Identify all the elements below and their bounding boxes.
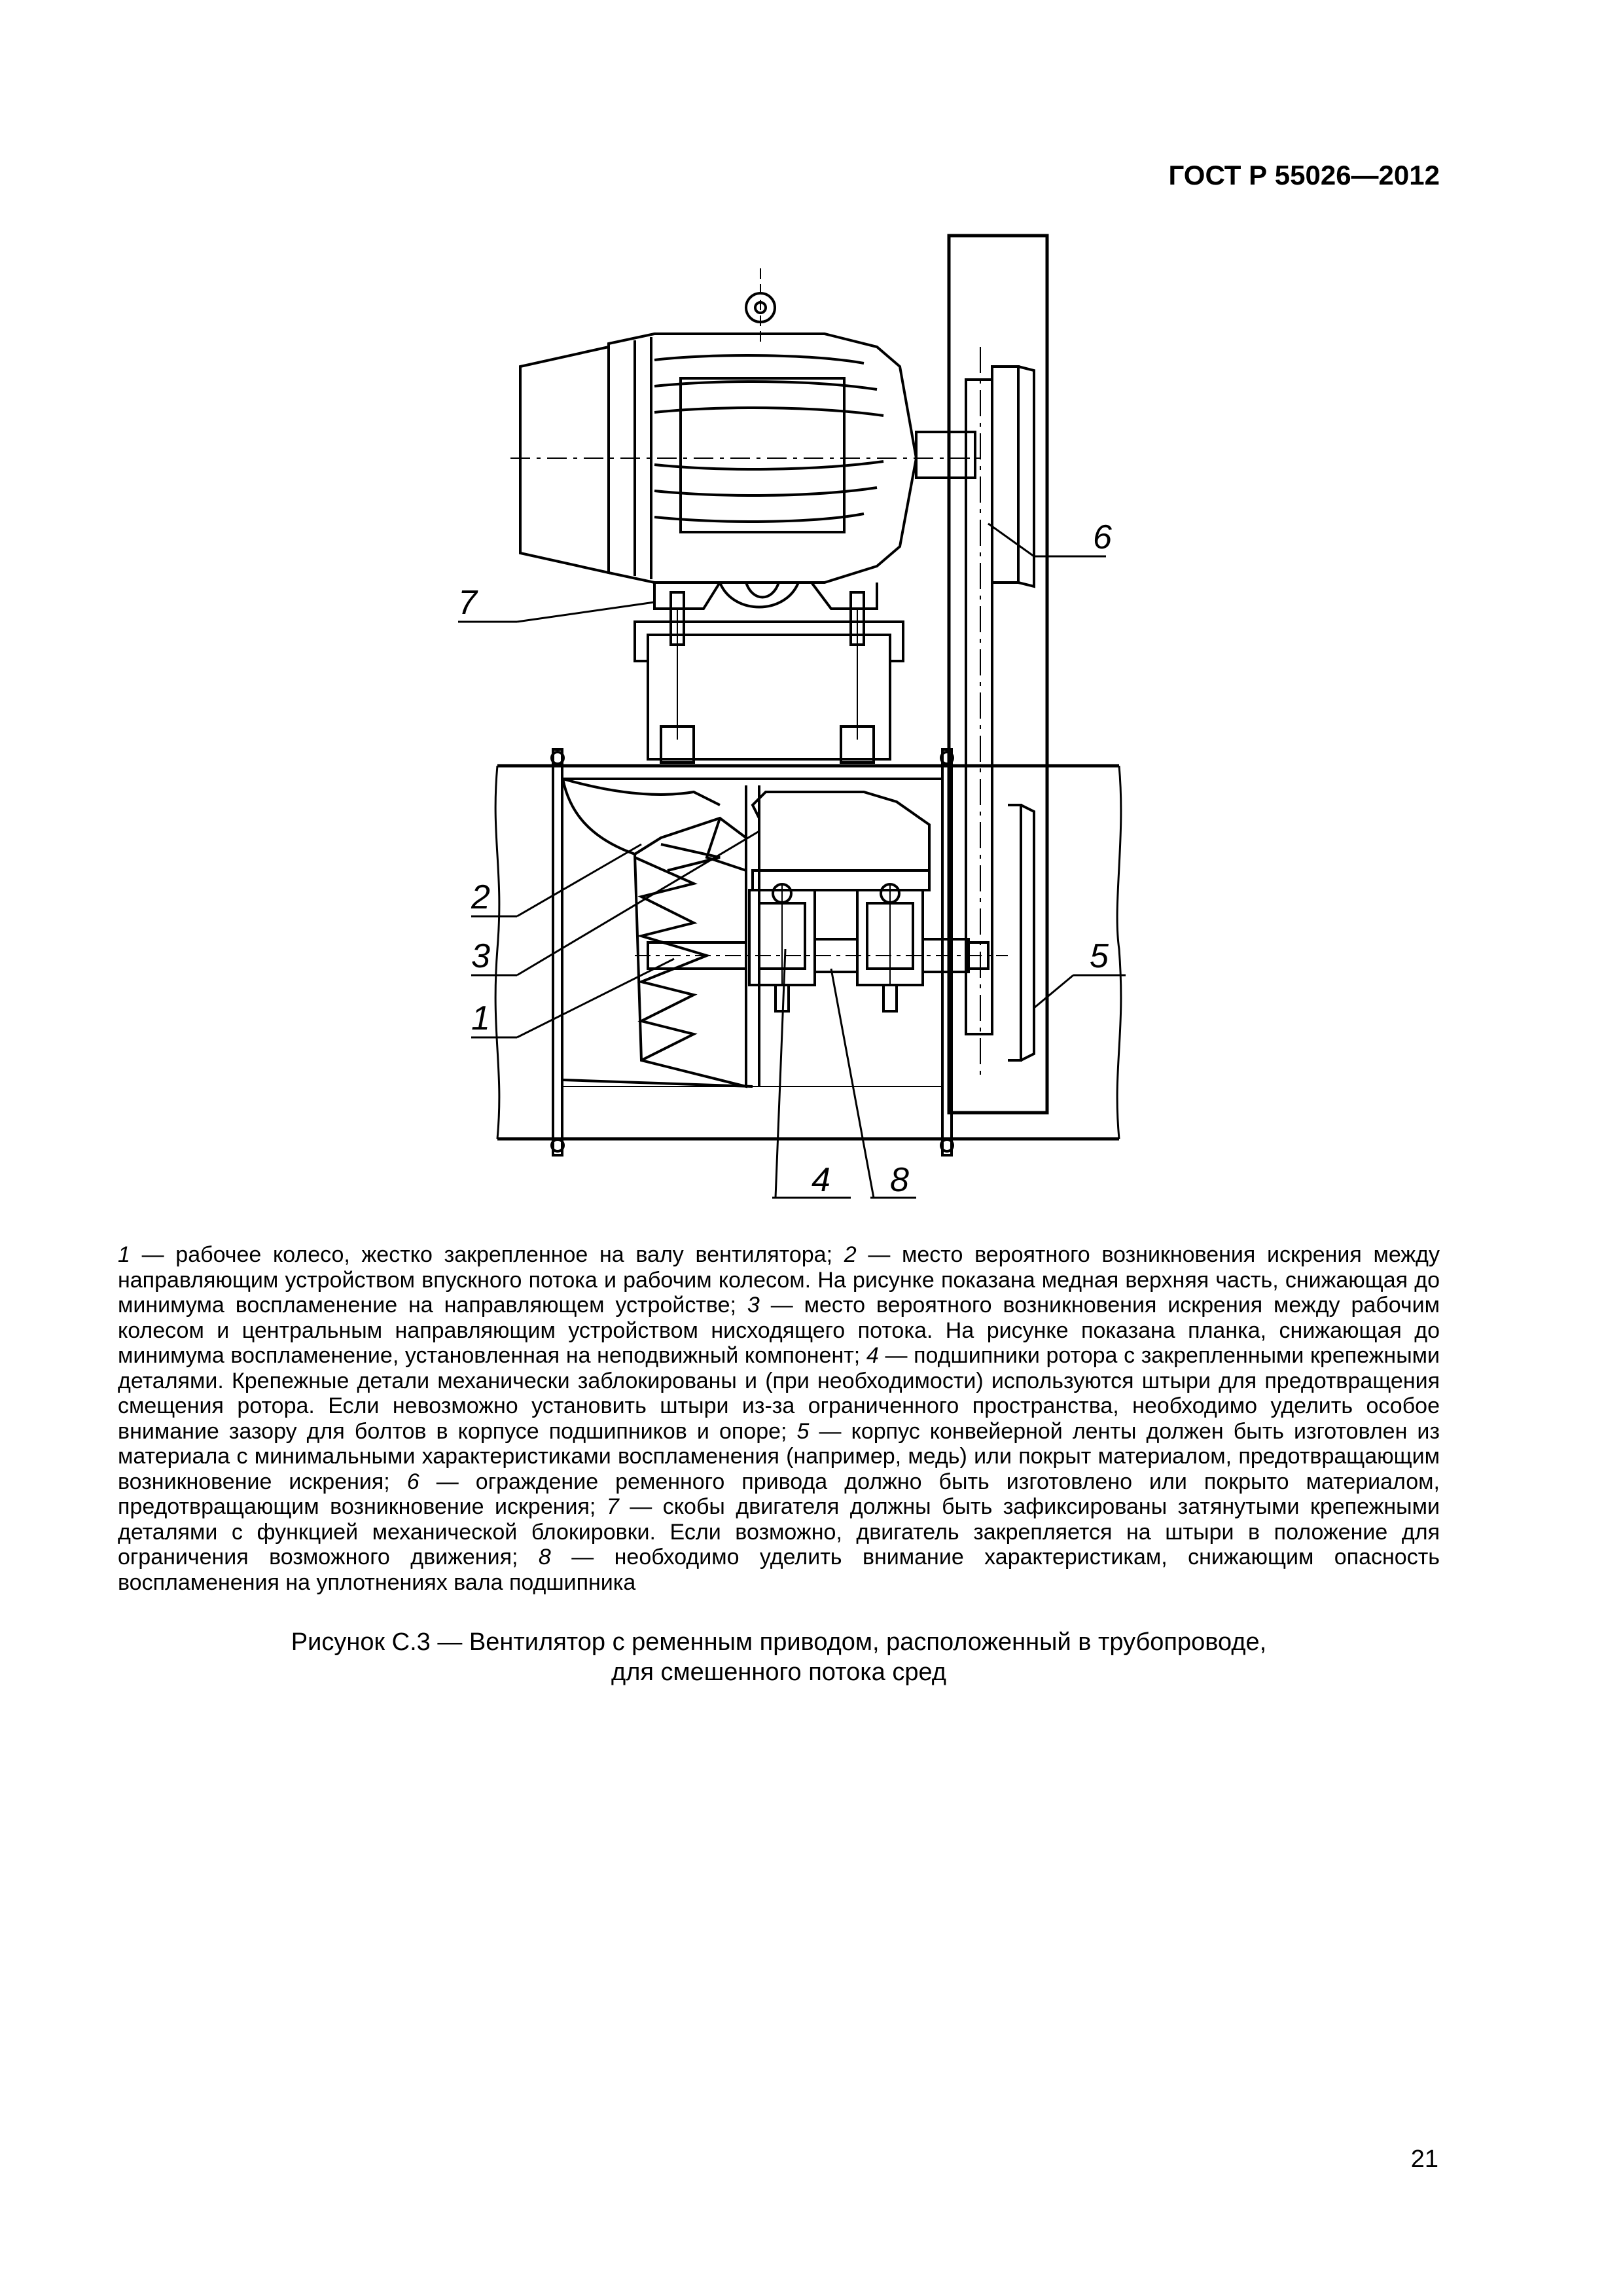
figure-title-line-2: для смешенного потока сред — [611, 1659, 946, 1686]
legend-text-1: — рабочее колесо, жестко закрепленное на… — [130, 1242, 844, 1267]
page-number: 21 — [1410, 2145, 1438, 2173]
figure-title: Рисунок С.3 — Вентилятор с ременным прив… — [118, 1627, 1440, 1687]
fan-drawing: 7 6 2 3 1 5 4 8 — [445, 216, 1139, 1237]
duct — [494, 748, 1122, 1157]
figure-label-7: 7 — [458, 584, 478, 622]
legend-text-7: — скобы двигателя должны быть зафиксиров… — [118, 1494, 1440, 1570]
legend-text-5: — корпус конвейерной ленты должен быть и… — [118, 1418, 1440, 1494]
belt-guard — [947, 234, 1049, 1115]
figure-label-8: 8 — [890, 1161, 909, 1199]
motor-bracket — [633, 591, 904, 764]
figure-label-5: 5 — [1090, 937, 1109, 975]
legend-text-3: — место вероятного возникновения искрени… — [118, 1293, 1440, 1368]
document-header: ГОСТ Р 55026—2012 — [1168, 160, 1440, 190]
leader-lines — [458, 522, 1126, 1199]
figure-label-1: 1 — [471, 999, 490, 1037]
figure-title-line-1: Рисунок С.3 — Вентилятор с ременным прив… — [291, 1628, 1267, 1656]
figure-label-2: 2 — [471, 878, 490, 916]
legend-num-6: 6 — [406, 1469, 419, 1494]
legend-num-1: 1 — [118, 1242, 130, 1267]
legend-num-5: 5 — [796, 1418, 810, 1444]
bearing-assembly — [748, 791, 990, 1013]
legend-text-4: — подшипники ротора с закрепленными креп… — [118, 1343, 1440, 1444]
figure-label-3: 3 — [471, 937, 490, 975]
figure-label-4: 4 — [812, 1161, 830, 1199]
figure-label-6: 6 — [1093, 518, 1112, 556]
legend-num-7: 7 — [606, 1494, 619, 1519]
legend-num-3: 3 — [747, 1293, 760, 1318]
legend-text-6: — ограждение ременного привода должно бы… — [118, 1469, 1440, 1520]
impeller — [633, 816, 1008, 1088]
legend-text-2: — место вероятного возникновения искрени… — [118, 1242, 1440, 1318]
legend-num-8: 8 — [538, 1545, 551, 1570]
legend-num-2: 2 — [844, 1242, 857, 1267]
legend-text-8: — необходимо уделить внимание характерис… — [118, 1545, 1440, 1595]
figure-legend: 1 — рабочее колесо, жестко закрепленное … — [118, 1242, 1440, 1595]
legend-num-4: 4 — [866, 1343, 879, 1368]
motor — [510, 268, 982, 610]
